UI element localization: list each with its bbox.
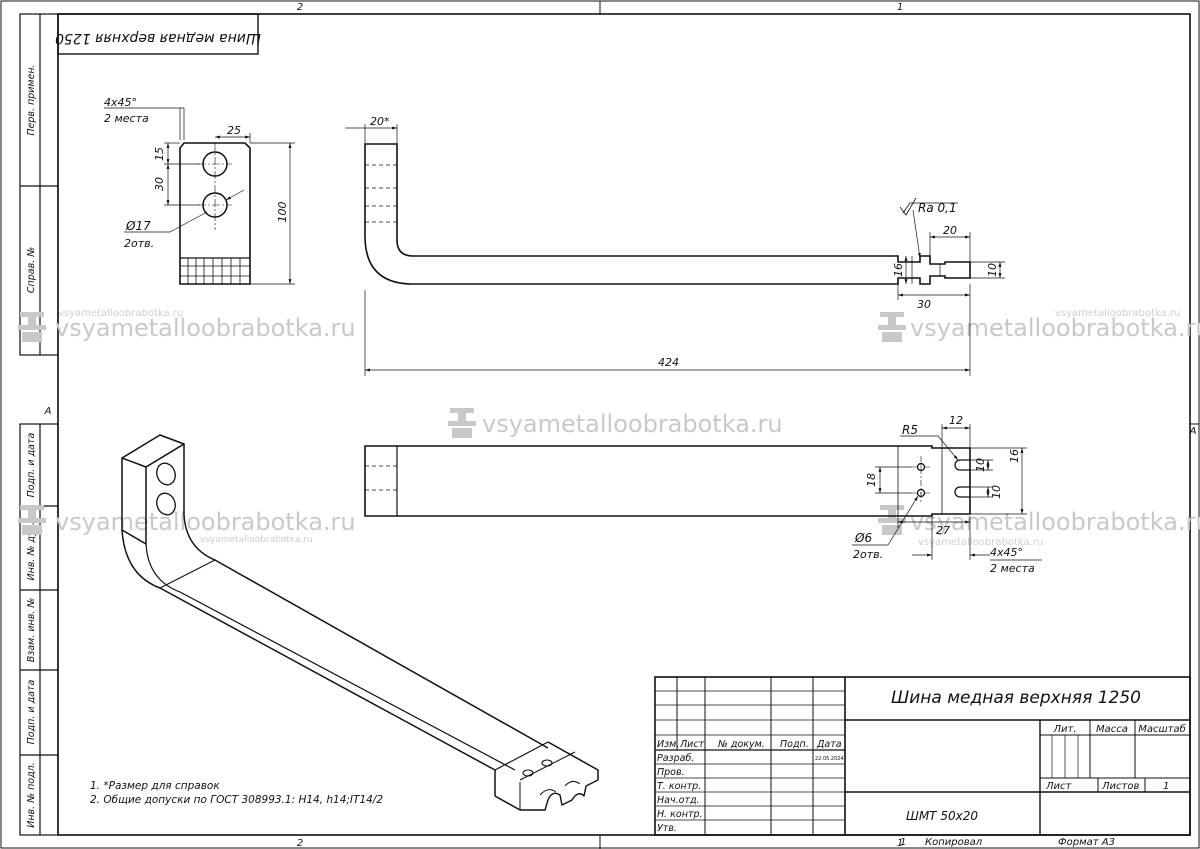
tb-row-t-kontr: Т. контр.: [657, 781, 701, 792]
dim-chamfer-top-places: 2 места: [104, 112, 149, 125]
dim-hole-6: Ø6: [854, 531, 872, 545]
side-stamp: [19, 13, 59, 836]
tb-row-utv: Утв.: [657, 823, 677, 834]
watermark-left-1: vsyametalloobrabotka.ru: [55, 314, 356, 342]
watermark-left-2: vsyametalloobrabotka.ru: [55, 508, 356, 536]
note-1: 1. *Размер для справок: [90, 780, 220, 792]
watermark-left-2-small: vsyametalloobrabotka.ru: [200, 535, 313, 545]
copied-num: 1: [900, 837, 906, 848]
dim-18: 18: [865, 473, 878, 487]
stamp-inv-podl: Инв. № подл.: [26, 762, 37, 828]
dim-25: 25: [227, 124, 241, 137]
tb-row-nach-otd: Нач.отд.: [657, 795, 700, 806]
roughness-label: Ra 0,1: [918, 201, 957, 215]
top-view: [364, 424, 1042, 561]
watermark-logo-icon: [878, 505, 906, 535]
tb-row-prov: Пров.: [657, 767, 685, 778]
dim-10: 10: [986, 263, 999, 277]
dim-hole-17: Ø17: [125, 219, 151, 233]
tb-row-n-kontr: Н. контр.: [657, 809, 703, 820]
dim-15: 15: [153, 147, 166, 161]
dim-10-b: 10: [990, 485, 1003, 499]
stamp-vzam-inv: Взам. инв. №: [26, 598, 37, 663]
zone-label-top-right: 1: [897, 2, 903, 13]
tb-header-dokum: № докум.: [717, 739, 765, 750]
dim-hole-17-count: 2отв.: [124, 237, 154, 250]
tb-header-podp: Подп.: [780, 739, 809, 750]
stamp-perv-primen: Перв. примен.: [26, 64, 37, 135]
zone-label-bottom-left: 2: [297, 838, 303, 849]
tb-sheets: Листов: [1101, 781, 1139, 792]
title-block: [654, 676, 1191, 836]
dim-30: 30: [153, 177, 166, 191]
watermark-right-2-small: vsyametalloobrabotka.ru: [918, 537, 1043, 548]
watermark-group: vsyametalloobrabotka.ru vsyametalloobrab…: [18, 308, 1200, 548]
dim-chamfer-bottom-places: 2 места: [990, 562, 1035, 575]
watermark-right-1: vsyametalloobrabotka.ru: [910, 314, 1200, 342]
dim-16-top: 16: [1008, 449, 1021, 463]
rotated-title-box: [57, 13, 259, 55]
note-2: 2. Общие допуски по ГОСТ 308993.1: H14, …: [90, 794, 383, 806]
tb-sheets-count: 1: [1163, 781, 1169, 792]
side-view: [345, 124, 1005, 376]
stamp-inv-dubl: Инв. № дубл.: [26, 516, 37, 581]
tb-sheet: Лист: [1045, 781, 1073, 792]
tb-lit: Лит.: [1052, 724, 1076, 735]
zone-label-right: A: [1189, 426, 1197, 437]
dim-27: 27: [936, 524, 950, 537]
dim-chamfer-top: 4x45°: [104, 96, 137, 109]
stamp-sprav-no: Справ. №: [26, 247, 37, 293]
dim-20: 20: [943, 224, 957, 237]
stamp-podp-data-1: Подп. и дата: [26, 432, 37, 497]
format-label: Формат А3: [1058, 837, 1115, 848]
dim-hole-6-count: 2отв.: [853, 548, 883, 561]
title-block-title: Шина медная верхняя 1250: [891, 688, 1141, 708]
title-block-material: ШМТ 50х20: [906, 809, 978, 823]
dim-20-star: 20*: [370, 115, 390, 128]
stamp-podp-data-2: Подп. и дата: [26, 679, 37, 744]
tb-header-izm: Изм.: [657, 739, 679, 750]
dim-30-bottom: 30: [917, 298, 931, 311]
tb-scale: Масштаб: [1138, 723, 1186, 735]
watermark-left-1-small: vsyametalloobrabotka.ru: [58, 308, 183, 319]
dim-424: 424: [658, 356, 679, 369]
zone-label-left: A: [44, 406, 52, 417]
dim-10-a: 10: [974, 458, 987, 472]
tb-header-data: Дата: [816, 739, 842, 750]
end-view: [104, 107, 295, 285]
tb-date: 22.05.2024: [815, 756, 844, 762]
dim-12: 12: [949, 414, 963, 427]
tb-header-list: Лист: [679, 739, 705, 750]
watermark-logo-icon: [18, 312, 46, 342]
dim-chamfer-bottom: 4x45°: [990, 546, 1023, 559]
dim-r5: R5: [902, 423, 918, 437]
zone-label-bottom-right: 1: [897, 838, 903, 849]
zone-label-top-left: 2: [297, 2, 303, 13]
watermark-center: vsyametalloobrabotka.ru: [482, 410, 783, 438]
watermark-right-1-small: vsyametalloobrabotka.ru: [1055, 308, 1180, 319]
watermark-logo-icon: [448, 408, 476, 438]
dim-16: 16: [892, 263, 905, 277]
rotated-title: Шина медная верхняя 1250: [55, 30, 261, 46]
copied-label: Копировал: [925, 837, 983, 848]
isometric-view: [121, 434, 599, 811]
watermark-logo-icon: [878, 312, 906, 342]
watermark-logo-icon: [18, 505, 46, 535]
tb-row-razrab: Разраб.: [657, 753, 694, 764]
dim-100: 100: [276, 202, 289, 223]
tb-mass: Масса: [1096, 724, 1128, 735]
